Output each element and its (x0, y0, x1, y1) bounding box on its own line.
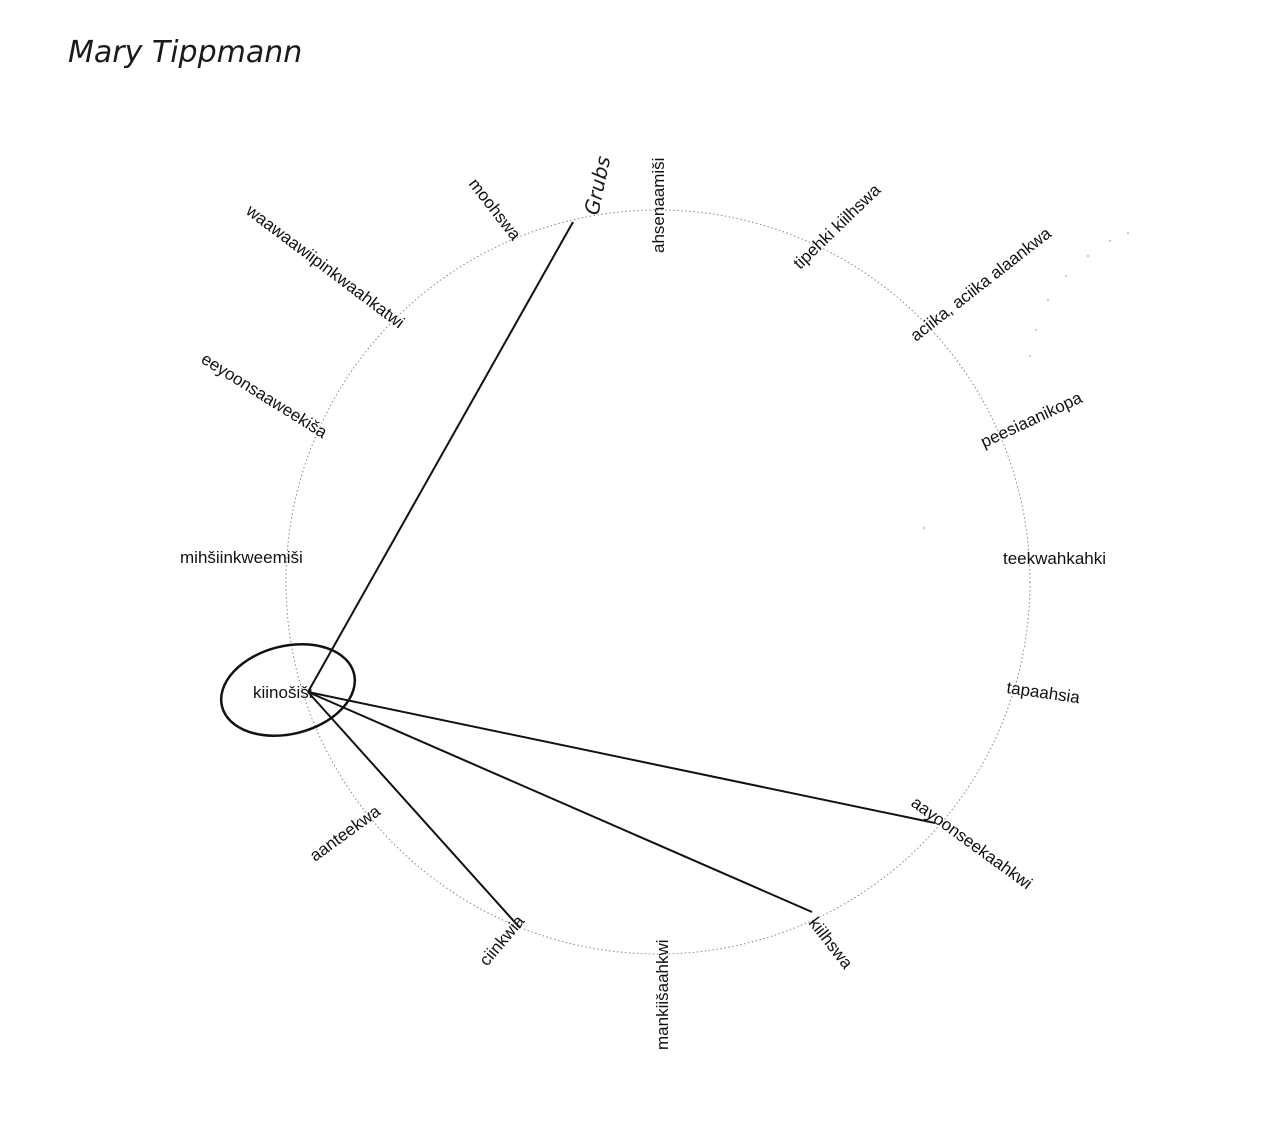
speck (923, 527, 925, 529)
connection-line-aayoonseekaahkwi (307, 691, 936, 824)
speck (1035, 329, 1037, 331)
dotted-circle (285, 209, 1031, 955)
connection-lines (307, 221, 936, 929)
connection-line-kiilhswa (307, 691, 813, 913)
term-mankiisaahkwi: mankiišaahkwi (653, 939, 672, 1050)
term-mihsiinkweemisi: mihšiinkweemiši (180, 548, 303, 567)
speck (1047, 299, 1049, 301)
speck (1109, 240, 1111, 242)
term-aanteekwa: aanteekwa (306, 801, 384, 865)
speck (1087, 255, 1089, 257)
term-moohswa: moohswa (465, 175, 525, 244)
term-aayoonseekaahkwi: aayoonseekaahkwi (908, 793, 1036, 893)
term-peesiaanikopa: peesiaanikopa (978, 388, 1086, 452)
term-eeyoonsaaweekisa: eeyoonsaaweekiša (198, 349, 331, 442)
term-tapaahsia: tapaahsia (1005, 678, 1081, 707)
scan-specks (923, 232, 1129, 529)
circled-term-ellipse (219, 642, 357, 738)
connection-line-ciinkwia (307, 691, 521, 929)
speck (1029, 355, 1031, 357)
term-ahsenaamisi: ahsenaamiši (649, 158, 668, 253)
author-signature: Mary Tippmann (68, 35, 302, 70)
speck (1127, 232, 1129, 234)
grubs-label: Grubs (579, 154, 615, 217)
term-tipehki-kiilhswa: tipehki kiilhswa (790, 180, 885, 273)
connection-line-grubs (307, 221, 574, 693)
term-kiinosisi: kiinošiši (253, 683, 313, 702)
speck (1065, 275, 1067, 277)
term-kiilhswa: kiilhswa (805, 914, 857, 973)
term-teekwahkahki: teekwahkahki (1003, 549, 1106, 568)
term-waawaawiipinkwaahkatwi: waawaawiipinkwaahkatwi (242, 200, 408, 332)
term-acika: aciika, aciika alaankwa (907, 223, 1055, 345)
